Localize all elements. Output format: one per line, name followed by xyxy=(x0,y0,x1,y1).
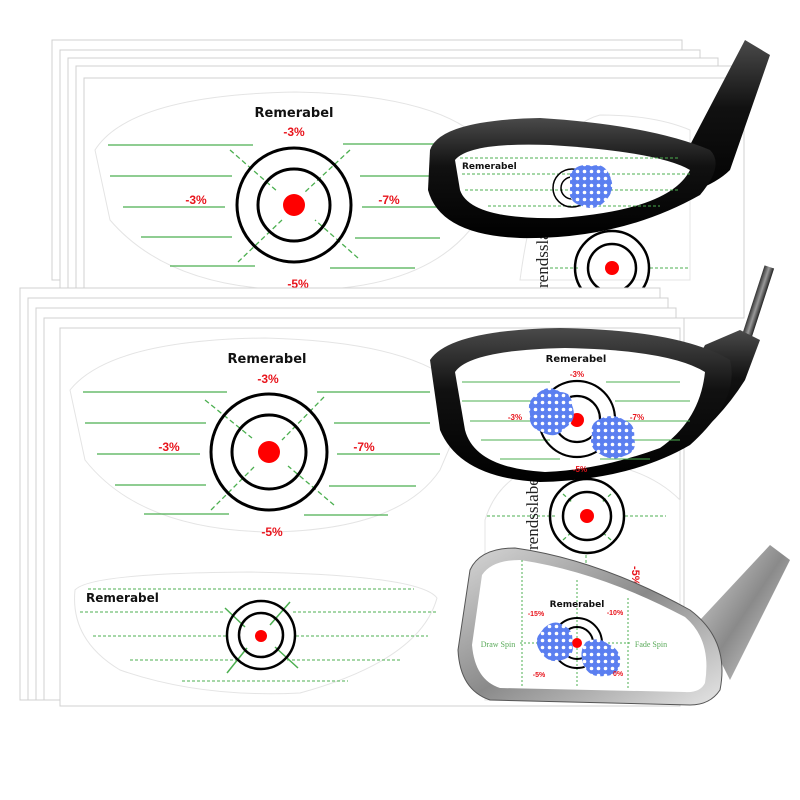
pct-left: -3% xyxy=(508,413,522,422)
pct-right: -7% xyxy=(378,193,400,207)
impact-mark xyxy=(581,639,621,677)
driver-club-top: Remerabel xyxy=(428,40,770,239)
iron-club: Remerabel -15% -10% -5% 0% Draw Spin Fad… xyxy=(457,545,790,706)
pct-top: -3% xyxy=(257,372,279,386)
brand-label: Remerabel xyxy=(255,106,334,121)
pct-top: -3% xyxy=(570,370,584,379)
vertical-brand-text: rendsslabel xyxy=(523,473,542,550)
pct-top-right: -10% xyxy=(607,610,624,617)
pct-bottom: -5% xyxy=(261,525,283,539)
pct-top-left: -15% xyxy=(528,611,545,618)
fade-spin-label: Fade Spin xyxy=(635,640,667,649)
driver-top-brand: Remerabel xyxy=(462,162,517,172)
draw-spin-label: Draw Spin xyxy=(481,640,515,649)
impact-mark xyxy=(569,165,613,208)
bottom-large-sticker: Remerabel -3% -3% -7% -5% xyxy=(69,337,471,539)
impact-mark xyxy=(536,622,573,662)
pct-bottom: -5% xyxy=(573,465,587,474)
iron-brand: Remerabel xyxy=(550,600,605,610)
impact-mark xyxy=(528,388,574,436)
pct-right: -7% xyxy=(630,413,644,422)
pct-left: -3% xyxy=(158,440,180,454)
pct-bottom-left: -5% xyxy=(533,672,546,679)
driver-bottom-brand: Remerabel xyxy=(546,354,607,365)
driver-club-bottom: Remerabel -3% -3% -7% -5% xyxy=(430,265,775,482)
impact-mark xyxy=(591,416,635,459)
pct-top: -3% xyxy=(283,125,305,139)
pct-bottom-right: 0% xyxy=(613,671,624,678)
side-pct: -5% xyxy=(629,566,641,586)
brand-label: Remerabel xyxy=(86,591,159,605)
bottom-small-sticker: Remerabel xyxy=(74,571,438,695)
brand-label: Remerabel xyxy=(228,352,307,367)
pct-right: -7% xyxy=(353,440,375,454)
pct-left: -3% xyxy=(185,193,207,207)
top-large-sticker: Remerabel -3% -3% -7% -5% xyxy=(94,91,491,291)
